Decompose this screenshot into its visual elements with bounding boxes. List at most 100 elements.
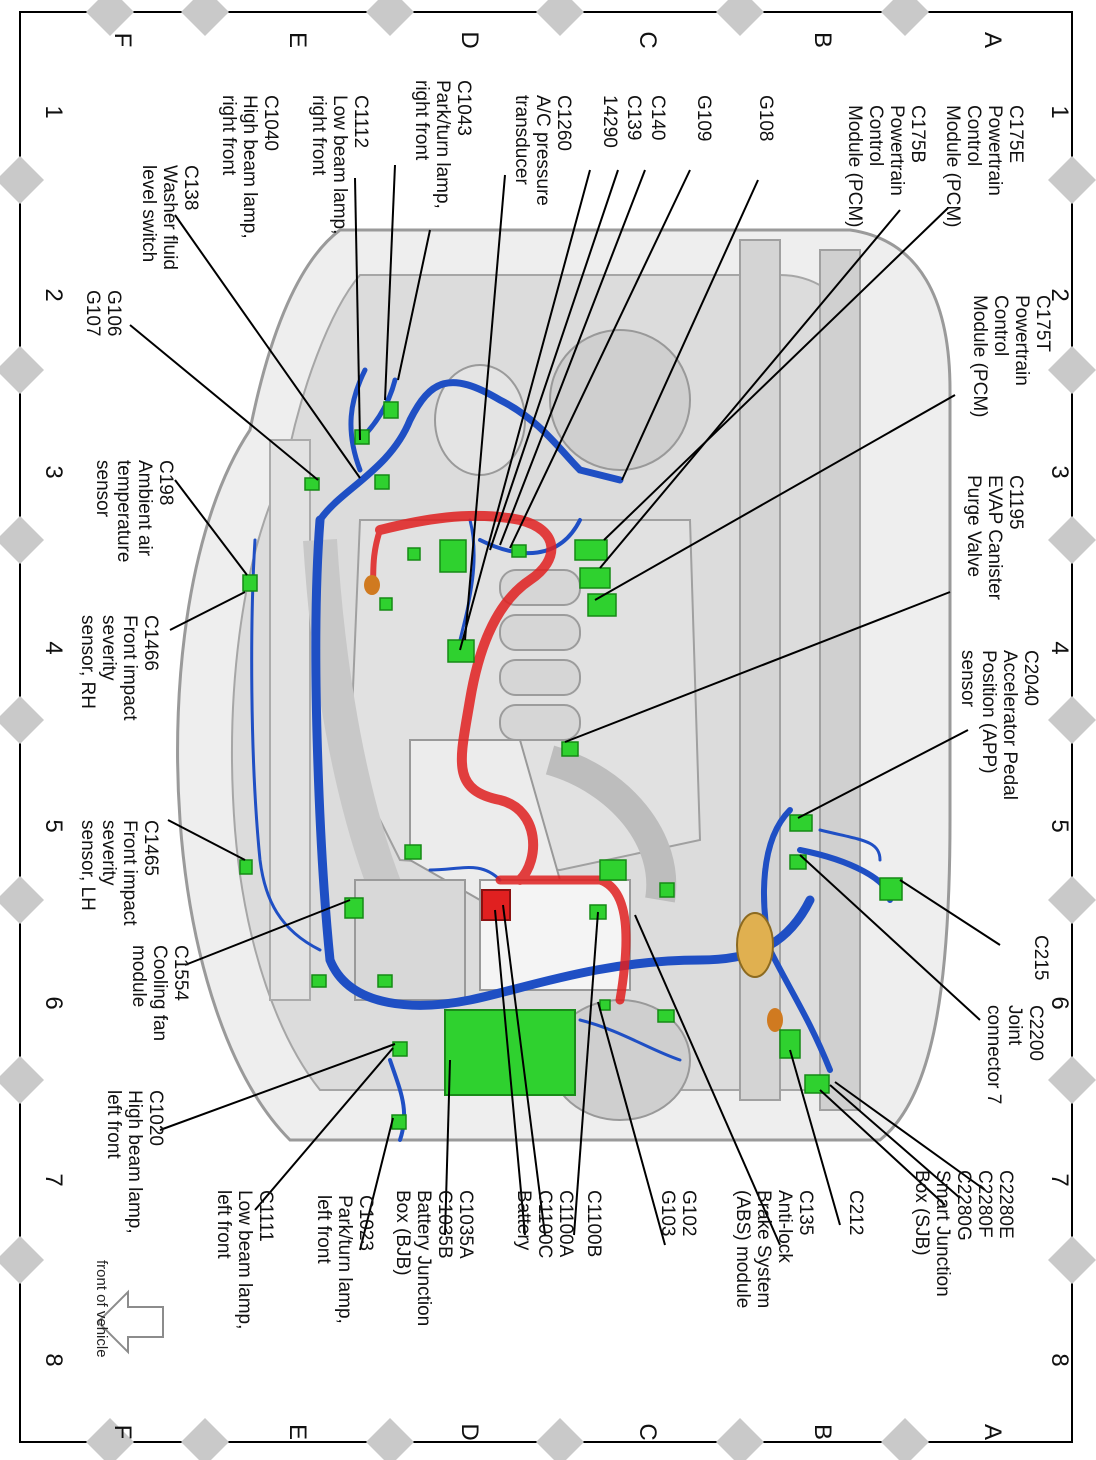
connector: [599, 859, 627, 881]
leader-line: [174, 479, 248, 576]
grid-row-label: A: [979, 32, 1006, 48]
label-line: A/C pressure: [532, 95, 553, 206]
label-line: Powertrain: [886, 105, 907, 196]
label-line: C135: [795, 1190, 816, 1235]
grid-col-label: 5: [40, 819, 67, 832]
grid-col-label: 2: [40, 288, 67, 301]
leader-line: [834, 1081, 986, 1191]
grid-diamond: [881, 0, 929, 36]
grid-diamond: [881, 1418, 929, 1460]
grid-diamond: [1048, 346, 1096, 394]
label-line: right front: [411, 80, 432, 161]
connector: [789, 854, 807, 870]
leader-lines: [129, 164, 1001, 1251]
leader-line: [489, 169, 619, 551]
leader-line: [459, 169, 591, 651]
connector: [304, 477, 320, 491]
label-g109: G109: [693, 95, 714, 141]
front-of-vehicle-indicator: front of vehicle: [93, 1260, 164, 1358]
label-line: C1100B: [583, 1190, 604, 1257]
label-line: C1465: [140, 820, 161, 876]
grid-col-label: 3: [1046, 465, 1073, 478]
grid-row-label: A: [979, 1424, 1006, 1440]
label-line: left front: [103, 1090, 124, 1159]
label-line: Washer fluid: [159, 165, 180, 270]
grid-col-label: 1: [40, 105, 67, 118]
label-line: G109: [693, 95, 714, 141]
leader-line: [494, 909, 526, 1236]
grid-col-label: 1: [1046, 105, 1073, 118]
leader-line: [621, 179, 759, 481]
leader-line: [819, 1089, 946, 1206]
label-line: G108: [755, 95, 776, 141]
label-line: Low beam lamp,: [234, 1190, 255, 1329]
grid-col-label: 6: [1046, 996, 1073, 1009]
label-line: 14290: [599, 95, 620, 148]
grid-col-label: 8: [1046, 1353, 1073, 1366]
orange-connector-2: [767, 1008, 783, 1032]
leader-line: [594, 394, 956, 601]
leader-line: [354, 177, 361, 441]
front-of-vehicle-label: front of vehicle: [93, 1260, 110, 1358]
label-line: severity: [98, 820, 119, 886]
leader-line: [829, 1084, 961, 1199]
grid-row-label: B: [809, 32, 836, 48]
leader-line: [254, 1047, 394, 1211]
connector: [599, 999, 611, 1011]
grid-col-label: 4: [40, 641, 67, 654]
connector: [779, 1029, 801, 1059]
grid-diamond: [181, 1418, 229, 1460]
grid-diamond: [536, 1418, 584, 1460]
label-line: Module (PCM): [942, 105, 963, 227]
label-c1100b: C1100B: [583, 1190, 604, 1257]
grid-col-label: 7: [1046, 1173, 1073, 1186]
connector: [789, 814, 813, 832]
label-line: Position (APP): [978, 650, 999, 774]
label-line: C2200: [1025, 1005, 1046, 1061]
grid-row-label: D: [456, 1423, 483, 1440]
connector: [657, 1009, 675, 1023]
leader-line: [499, 169, 646, 546]
grid-diamond: [0, 1056, 44, 1104]
label-c215: C215: [1030, 935, 1051, 980]
leader-line: [799, 854, 981, 1021]
grid-diamond: [1048, 876, 1096, 924]
orange-connector: [364, 575, 380, 595]
vehicle-body: [176, 228, 952, 1142]
label-line: transducer: [511, 95, 532, 185]
label-line: Ambient air: [134, 460, 155, 557]
leader-line: [129, 324, 319, 481]
label-line: connector 7: [983, 1005, 1004, 1104]
leader-line: [797, 729, 969, 819]
grid-diamond: [366, 0, 414, 36]
front-arrow-icon: [96, 1289, 164, 1355]
connector: [439, 539, 467, 573]
leader-line: [597, 1001, 666, 1246]
grid-row-label: C: [634, 31, 661, 48]
label-line: Joint: [1004, 1005, 1025, 1046]
leader-line: [167, 819, 246, 861]
grid-diamond: [0, 516, 44, 564]
leader-line: [464, 174, 506, 641]
connector: [392, 1041, 408, 1057]
grid-diamond: [0, 1236, 44, 1284]
grid-diamond: [1048, 1236, 1096, 1284]
grid-diamond: [716, 1418, 764, 1460]
connector: [344, 897, 364, 919]
grid-diamond: [1048, 1056, 1096, 1104]
connector: [511, 544, 527, 558]
label-line: Battery Junction: [413, 1190, 434, 1326]
label-line: sensor, RH: [77, 615, 98, 709]
connector: [574, 539, 608, 561]
